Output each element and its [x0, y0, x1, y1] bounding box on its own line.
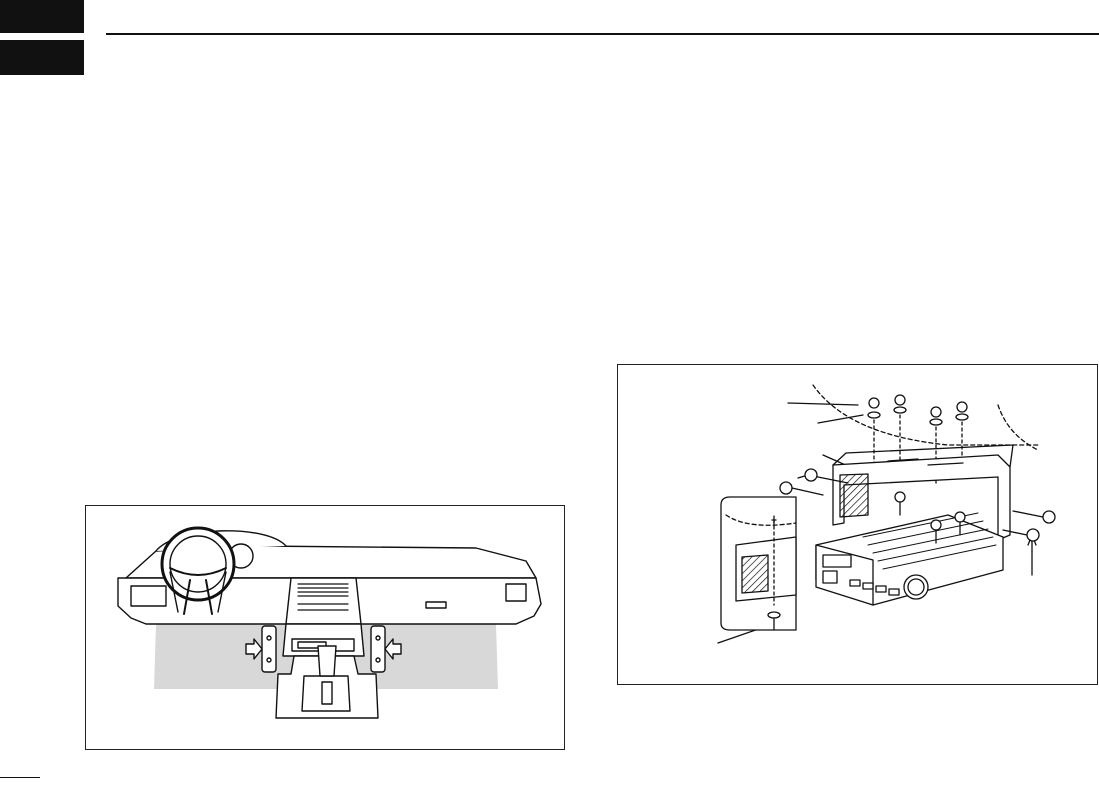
section-tab-top — [0, 0, 84, 33]
header-rule — [106, 33, 1099, 35]
section-tab-bottom — [0, 40, 84, 75]
dashboard-figure — [85, 505, 565, 750]
mounting-bracket-exploded-illustration-icon — [618, 365, 1097, 684]
bracket-figure — [617, 364, 1098, 685]
footer-rule — [0, 777, 40, 778]
dashboard-illustration-icon — [86, 506, 564, 749]
